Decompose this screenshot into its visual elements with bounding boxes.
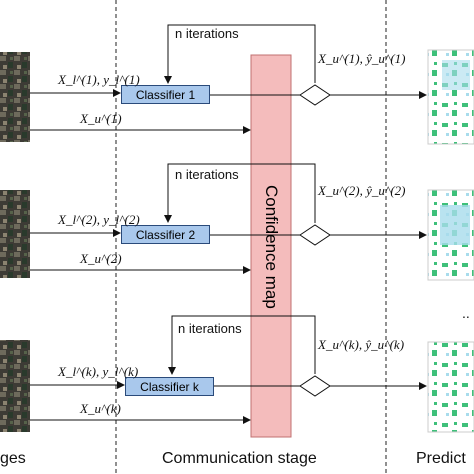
classifier-k-box: Classifier k: [125, 377, 214, 396]
input-image-1: [0, 52, 30, 142]
input-stage-caption: ges: [0, 450, 26, 467]
row-3-connectors: [30, 315, 427, 424]
input-image-3: [0, 340, 30, 432]
classifier-1-box: Classifier 1: [121, 85, 210, 104]
iterations-label-3: n iterations: [178, 321, 242, 336]
prediction-stage-caption: Predict: [416, 450, 466, 467]
selected-output-2: X_u^(2), ŷ_u^(2): [318, 183, 406, 198]
iterations-label-2: n iterations: [175, 167, 239, 182]
classifier-2-box: Classifier 2: [121, 225, 210, 244]
prediction-water-2: [440, 205, 470, 245]
prediction-water-1: [442, 60, 470, 90]
unlabeled-input-1: X_u^(1): [80, 111, 122, 126]
unlabeled-input-2: X_u^(2): [80, 251, 122, 266]
confidence-map-label: Confidence map: [262, 185, 281, 309]
row-1-connectors: [30, 24, 427, 134]
selected-output-3: X_u^(k), ŷ_u^(k): [318, 337, 405, 352]
labeled-input-3: X_l^(k), y_l^(k): [58, 364, 139, 379]
prediction-image-3: [427, 341, 474, 433]
labeled-input-2: X_l^(2), y_l^(2): [58, 212, 140, 227]
labeled-input-1: X_l^(1), y_l^(1): [58, 72, 140, 87]
unlabeled-input-3: X_u^(k): [80, 401, 121, 416]
communication-stage-caption: Communication stage: [162, 450, 317, 467]
iterations-label-1: n iterations: [175, 26, 239, 41]
rows-ellipsis: ..: [462, 305, 470, 321]
selected-output-1: X_u^(1), ŷ_u^(1): [318, 51, 406, 66]
input-image-2: [0, 190, 30, 278]
confidence-map-bar: [250, 54, 292, 438]
row-2-connectors: [30, 163, 427, 274]
